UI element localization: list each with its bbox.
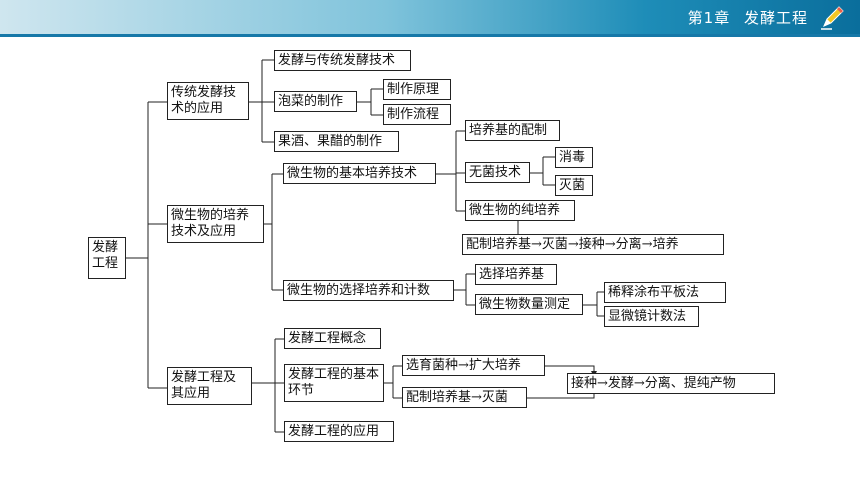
chapter-number: 第1章	[687, 9, 731, 27]
root-node: 发酵工程	[88, 237, 126, 279]
node-production-flow: 接种→发酵→分离、提纯产物	[567, 373, 775, 394]
node-basic-steps: 发酵工程的基本环节	[284, 364, 384, 402]
node-culture-process: 配制培养基→灭菌→接种→分离→培养	[462, 234, 724, 255]
node-microscope-count: 显微镜计数法	[604, 306, 699, 327]
node-selective-medium: 选择培养基	[475, 264, 557, 285]
pencil-icon	[821, 6, 844, 30]
node-medium-sterilize: 配制培养基→灭菌	[402, 387, 527, 408]
header-divider	[0, 34, 860, 37]
node-production-process: 制作流程	[383, 104, 451, 125]
node-disinfection: 消毒	[555, 147, 593, 168]
branch-fermentation-engineering: 发酵工程及其应用	[167, 367, 252, 405]
node-basic-culture-technique: 微生物的基本培养技术	[283, 163, 436, 184]
node-pickle-making: 泡菜的制作	[274, 91, 357, 112]
node-microbe-count: 微生物数量测定	[475, 294, 583, 315]
node-production-principle: 制作原理	[383, 79, 451, 100]
node-strain-breeding: 选育菌种→扩大培养	[402, 355, 545, 376]
node-pure-culture: 微生物的纯培养	[465, 200, 575, 221]
branch-traditional-fermentation: 传统发酵技术的应用	[167, 82, 249, 120]
node-fermentation-basics: 发酵与传统发酵技术	[274, 50, 411, 71]
node-selective-culture: 微生物的选择培养和计数	[283, 280, 454, 301]
chapter-title: 第1章 发酵工程	[680, 7, 808, 28]
node-aseptic-technique: 无菌技术	[465, 162, 530, 183]
header-bar	[0, 0, 860, 34]
branch-microbe-culture: 微生物的培养技术及应用	[167, 205, 264, 243]
node-engineering-application: 发酵工程的应用	[284, 421, 394, 442]
chapter-name: 发酵工程	[743, 9, 808, 27]
node-sterilization: 灭菌	[555, 175, 593, 196]
node-medium-preparation: 培养基的配制	[465, 120, 560, 141]
node-engineering-concept: 发酵工程概念	[284, 328, 381, 349]
node-wine-vinegar: 果酒、果醋的制作	[274, 131, 399, 152]
node-plate-method: 稀释涂布平板法	[604, 282, 726, 303]
